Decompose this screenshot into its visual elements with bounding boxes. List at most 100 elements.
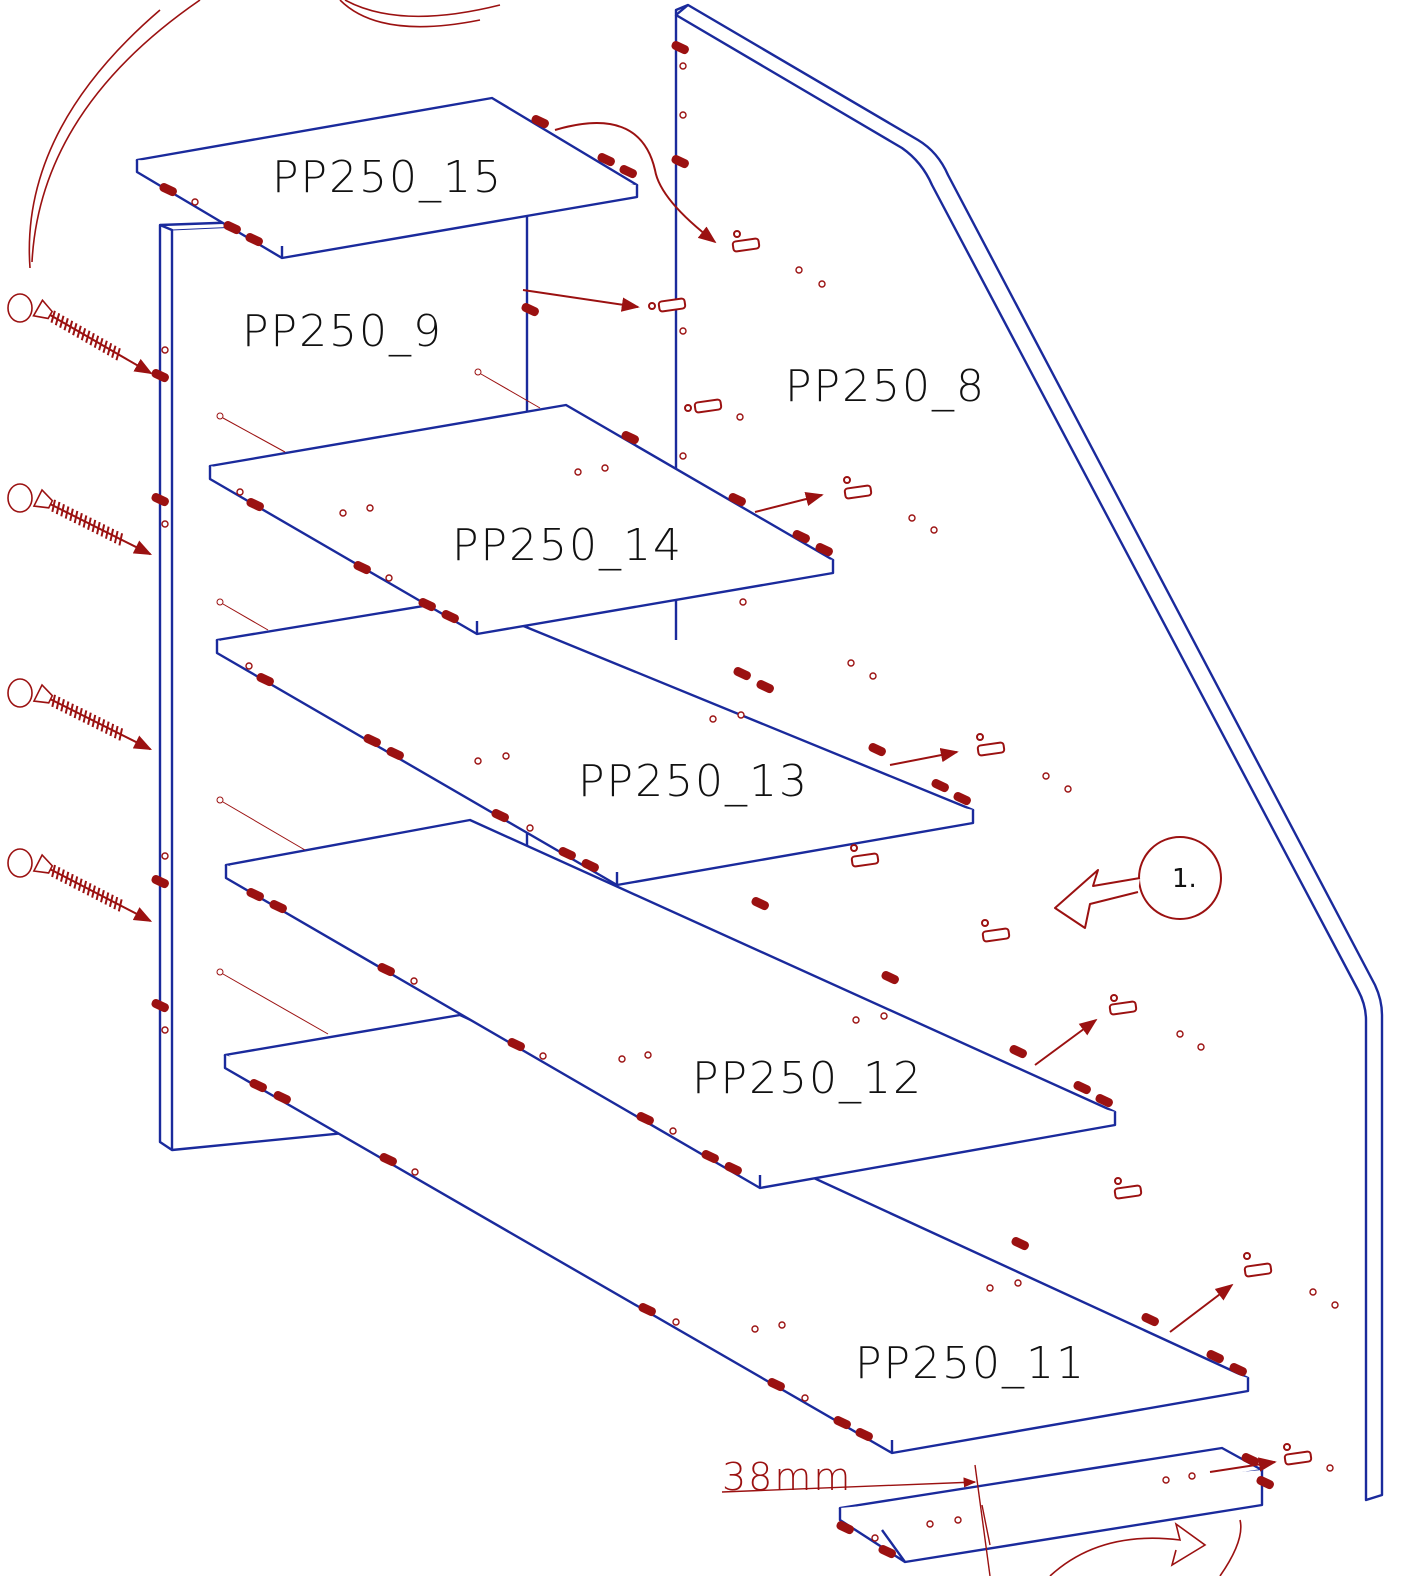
dowel-icon xyxy=(815,542,833,557)
step-number: 1. xyxy=(1172,864,1197,894)
dowel-icon xyxy=(878,1544,896,1559)
dowel-icon xyxy=(648,297,687,313)
dowel-icon xyxy=(1141,1312,1159,1327)
hole-marker xyxy=(618,1055,626,1063)
hole-marker xyxy=(385,574,393,582)
dowel-icon xyxy=(621,430,639,445)
shelf-pp250-11 xyxy=(223,1013,1250,1455)
hole-marker xyxy=(930,526,938,534)
dowel-icon xyxy=(931,778,949,793)
hole-marker xyxy=(1188,1472,1196,1480)
dowel-icon xyxy=(531,114,549,129)
dowel-icon xyxy=(1113,1177,1143,1200)
hole-marker xyxy=(880,1012,888,1020)
screw-head xyxy=(32,488,54,509)
dowel-icon xyxy=(833,1415,851,1430)
dowel-icon xyxy=(1095,1093,1113,1108)
hole-marker xyxy=(818,280,826,288)
hole-marker xyxy=(908,514,916,522)
hole-marker xyxy=(366,504,374,512)
hole-marker xyxy=(161,520,169,528)
dowel-icon xyxy=(353,560,371,575)
dowel-icon xyxy=(1073,1080,1091,1095)
dowel-icon xyxy=(1206,1349,1224,1364)
hole-marker xyxy=(411,1168,419,1176)
hole-marker xyxy=(574,468,582,476)
dowel-icon xyxy=(246,497,264,512)
dowel-icon xyxy=(159,182,177,197)
hole-marker xyxy=(1042,772,1050,780)
hole-marker xyxy=(672,1318,680,1326)
dowel-icon xyxy=(638,1302,656,1317)
hole-marker xyxy=(751,1325,759,1333)
loose-dowels xyxy=(648,230,1313,1466)
hole-marker xyxy=(502,752,510,760)
dowel-icon xyxy=(619,164,637,179)
dowel-icon xyxy=(379,1152,397,1167)
dowel-icon xyxy=(1011,1236,1029,1251)
hole-marker xyxy=(161,1026,169,1034)
dimension-label: 38mm xyxy=(722,1455,852,1499)
screw-icon xyxy=(7,483,153,556)
dowel-icon xyxy=(684,398,723,414)
hole-marker xyxy=(1331,1301,1339,1309)
hole-marker xyxy=(801,1394,809,1402)
dowel-icon xyxy=(151,998,169,1013)
label-shelf-2: PP250_14 xyxy=(452,520,683,571)
hole-marker xyxy=(869,672,877,680)
hole-marker xyxy=(926,1520,934,1528)
dowel-group xyxy=(151,40,1274,1559)
shelf-pp250-13 xyxy=(215,598,975,887)
step-callout: 1. xyxy=(1054,836,1222,929)
screw-body xyxy=(32,683,153,751)
hole-marker xyxy=(679,327,687,335)
dowel-icon xyxy=(850,844,880,868)
hole-marker xyxy=(852,1016,860,1024)
dowel-icon xyxy=(868,742,886,757)
step-callout-arrow-icon xyxy=(1054,869,1141,929)
dowel-icon xyxy=(273,1090,291,1105)
hole-marker xyxy=(871,1534,879,1542)
hole-marker xyxy=(236,488,244,496)
dowel-icon xyxy=(151,874,169,889)
insert-arrow-icon xyxy=(522,122,1277,1473)
dowel-icon xyxy=(836,1520,854,1535)
dimension-38mm xyxy=(721,1464,991,1576)
hole-marker xyxy=(191,198,199,206)
dowel-icon xyxy=(256,672,274,687)
dowel-icon xyxy=(843,476,873,500)
dowel-icon xyxy=(377,962,395,977)
hole-marker xyxy=(245,662,253,670)
dowel-icon xyxy=(792,529,810,544)
rotation-arrow-icon xyxy=(28,0,1242,1576)
dowel-icon xyxy=(249,1078,267,1093)
hole-marker xyxy=(1064,785,1072,793)
hole-marker xyxy=(474,757,482,765)
hole-marker xyxy=(679,452,687,460)
dowel-icon xyxy=(597,152,615,167)
guide-lines xyxy=(216,368,541,1035)
screw-body xyxy=(32,488,153,556)
dowel-icon xyxy=(1243,1252,1273,1278)
dowel-icon xyxy=(581,858,599,873)
hole-marker xyxy=(1326,1464,1334,1472)
label-shelf-3: PP250_13 xyxy=(578,756,809,807)
dowel-icon xyxy=(881,970,899,985)
label-side-right: PP250_8 xyxy=(785,361,986,412)
hole-marker xyxy=(1162,1476,1170,1484)
dowel-icon xyxy=(671,154,689,169)
shelf-pp250-14 xyxy=(208,403,835,636)
dowel-icon xyxy=(1009,1044,1027,1059)
hole-marker xyxy=(161,346,169,354)
rotation-arrow-icon xyxy=(7,678,33,708)
rotation-arrow-icon xyxy=(7,848,33,878)
hole-marker xyxy=(526,824,534,832)
hole-marker xyxy=(669,1127,677,1135)
hole-marker xyxy=(539,1052,547,1060)
hole-marker xyxy=(410,977,418,985)
dowel-icon xyxy=(733,666,751,681)
hole-marker xyxy=(954,1516,962,1524)
hole-marker xyxy=(795,266,803,274)
screw-group xyxy=(7,293,153,922)
